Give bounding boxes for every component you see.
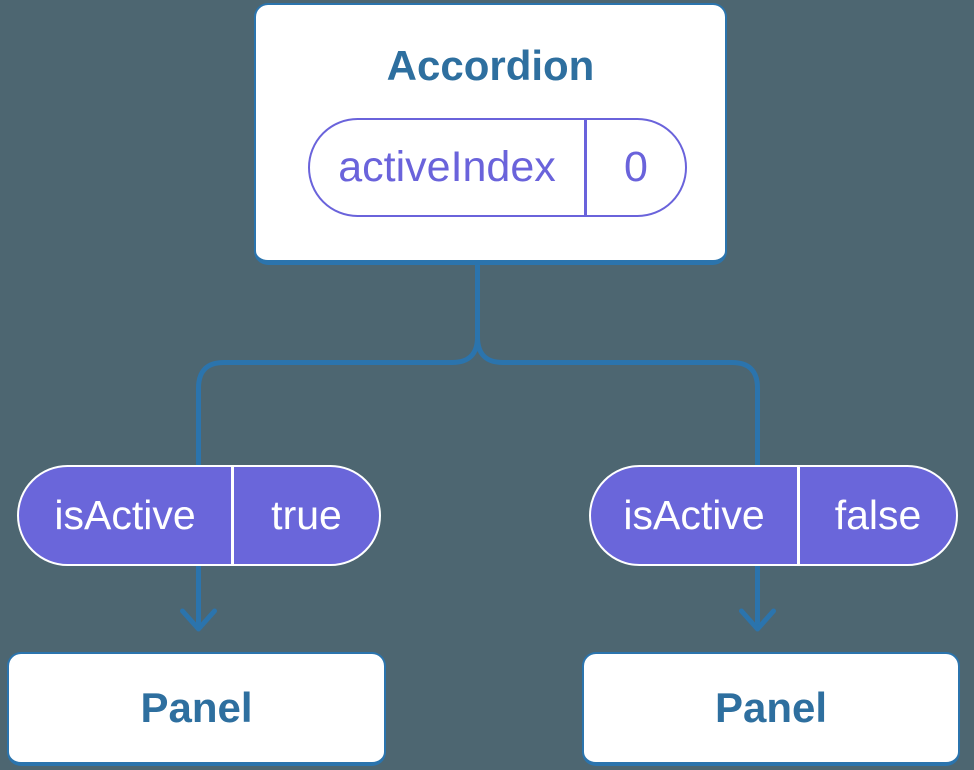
- prop-pill-value: false: [834, 492, 922, 538]
- accordion-node-title: Accordion: [386, 42, 595, 89]
- state-pill-label: activeIndex: [338, 143, 556, 191]
- prop-pill-isactive-true: isActive true: [17, 465, 381, 566]
- prop-pill-divider: [797, 467, 800, 564]
- prop-pill-label: isActive: [54, 492, 196, 538]
- prop-pill-label: isActive: [623, 492, 765, 538]
- arrow-left-head-icon: [180, 608, 217, 632]
- panel-node-title-left: Panel: [140, 683, 253, 731]
- state-pill-value: 0: [624, 143, 648, 191]
- connector-branch-right: [475, 263, 760, 470]
- prop-pill-divider: [231, 467, 234, 564]
- arrow-right-head-icon: [739, 608, 776, 632]
- state-pill-divider: [584, 120, 587, 215]
- panel-node-title-right: Panel: [714, 683, 828, 731]
- prop-pill-value: true: [271, 492, 342, 538]
- panel-node-card-left: Panel: [7, 652, 386, 766]
- connector-branch-left: [196, 263, 480, 470]
- state-pill: activeIndex 0: [308, 118, 687, 217]
- prop-pill-isactive-false: isActive false: [589, 465, 958, 566]
- panel-node-card-right: Panel: [582, 652, 960, 766]
